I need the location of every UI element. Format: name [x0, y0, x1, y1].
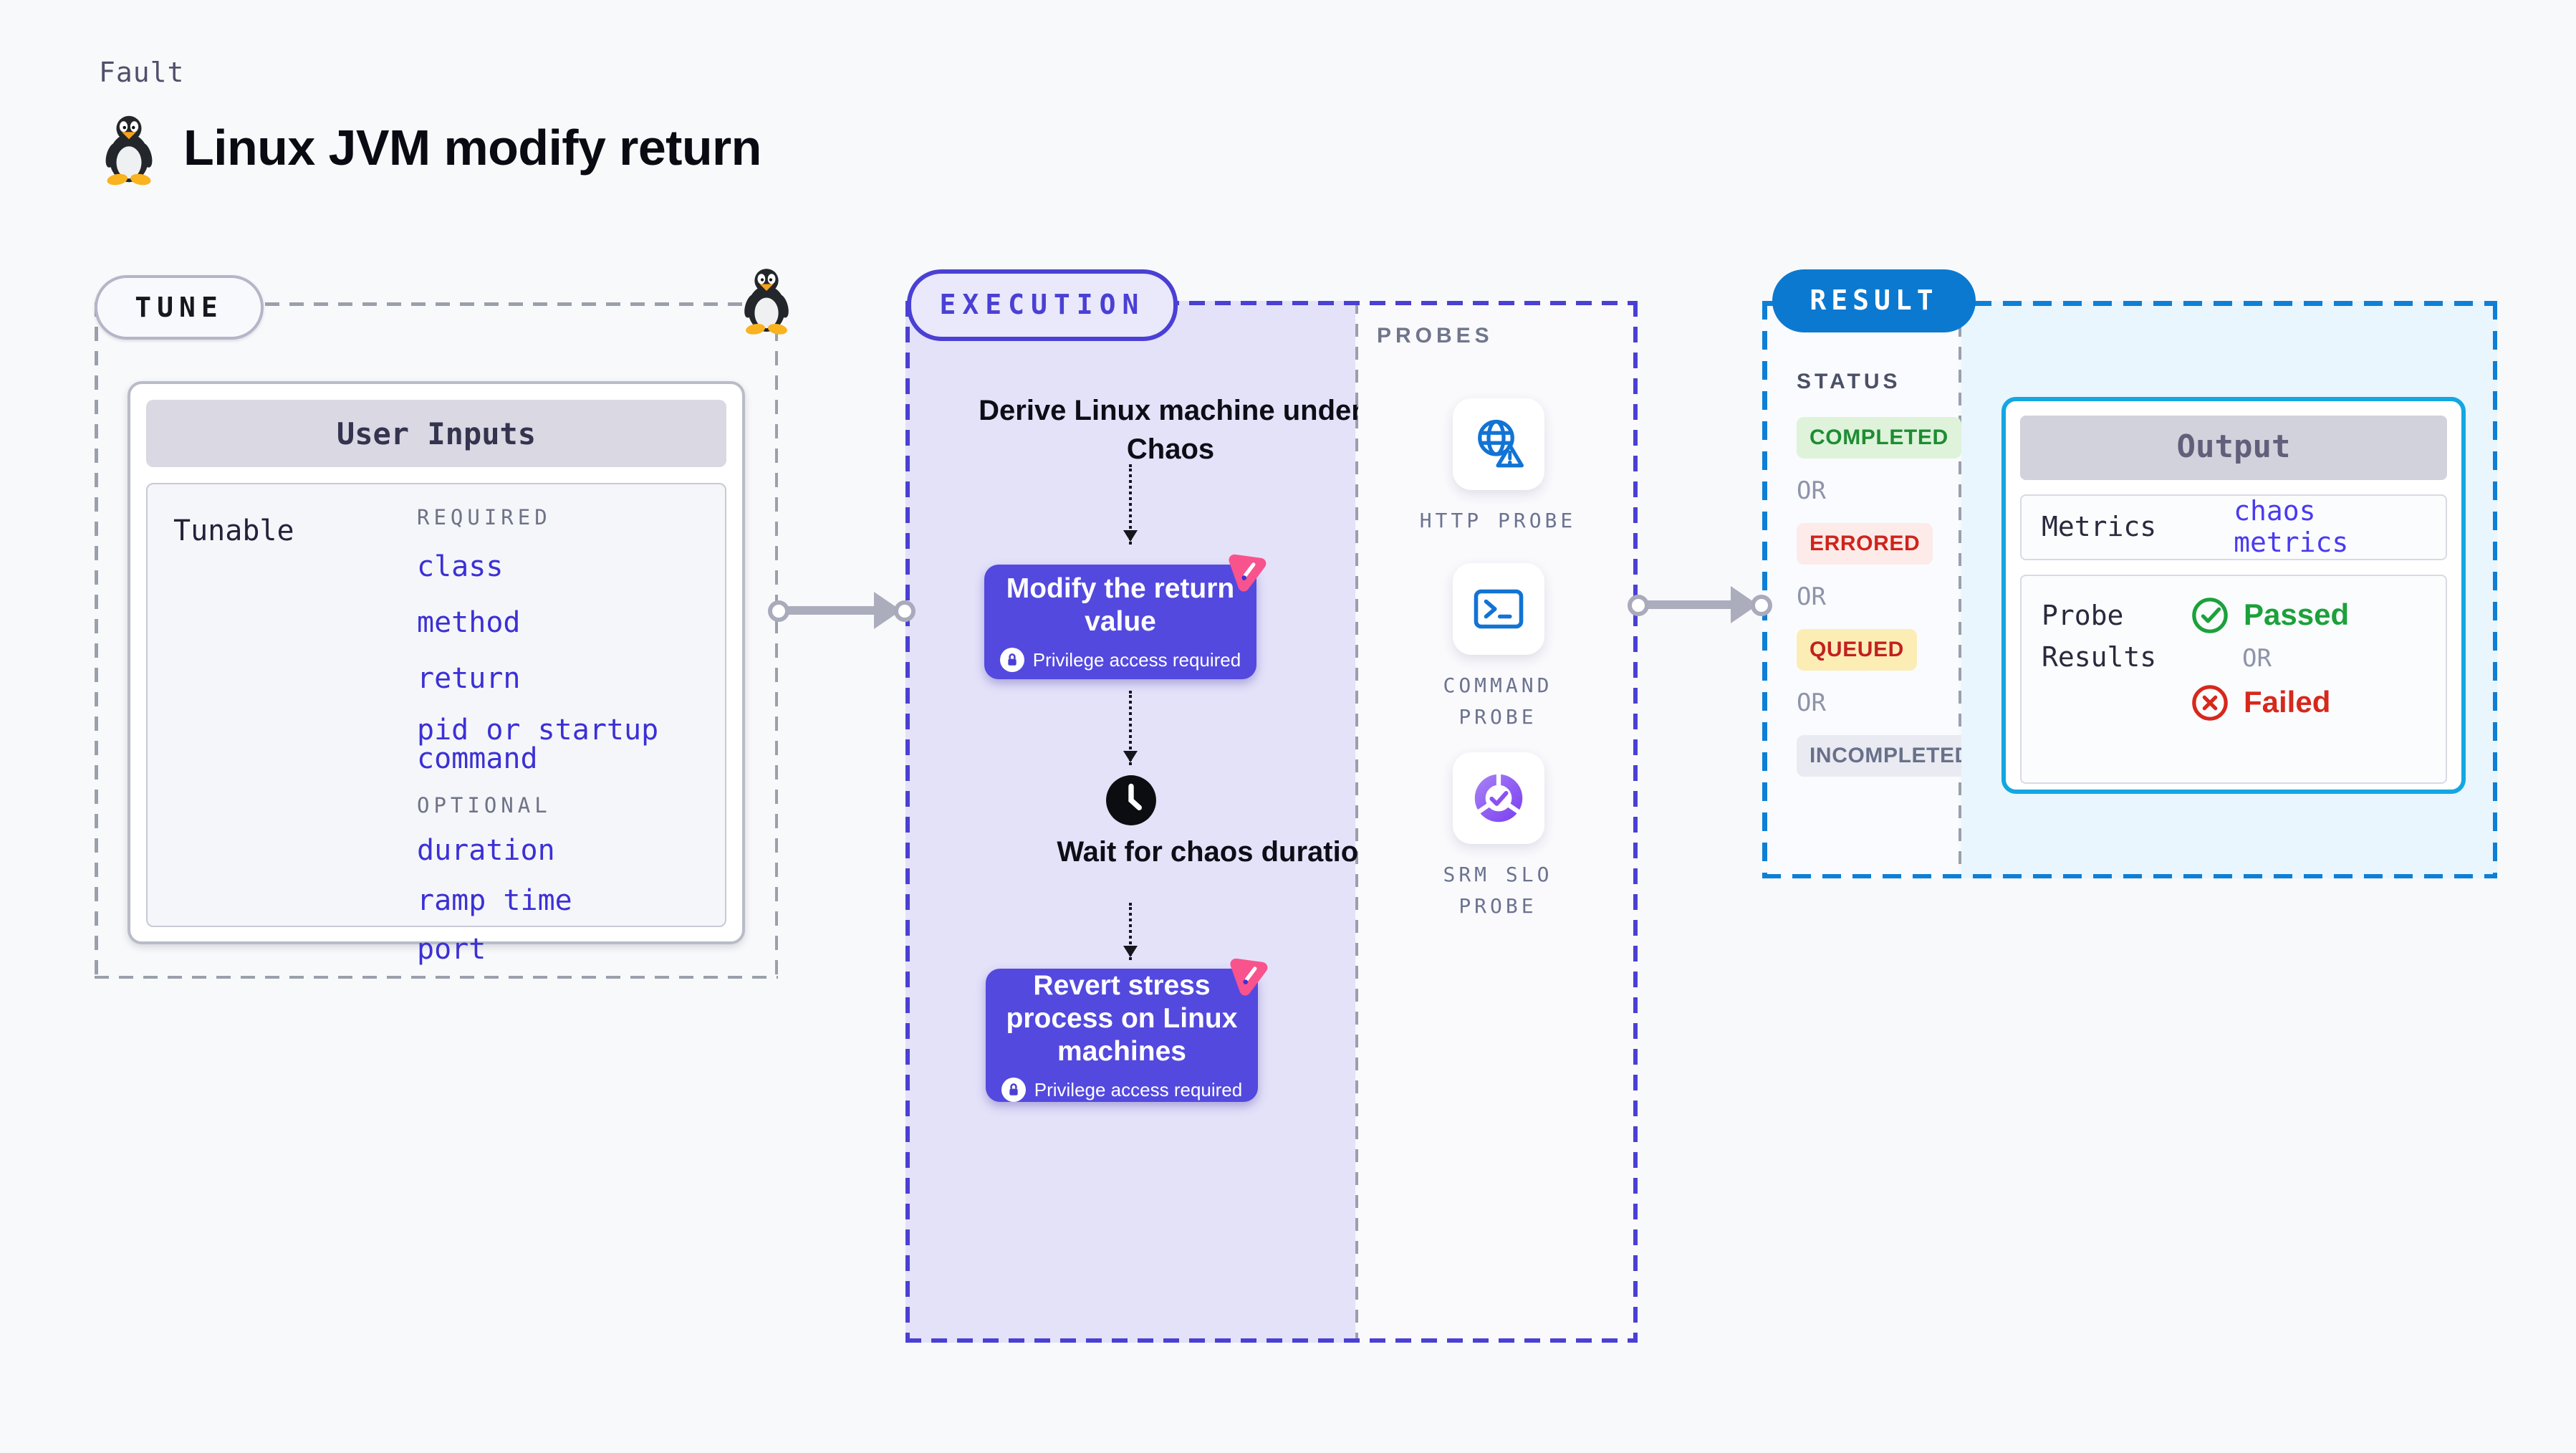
metrics-label: Metrics — [2042, 512, 2157, 543]
or-label: OR — [1797, 477, 1826, 506]
wait-clock-icon — [1105, 774, 1158, 827]
privilege-note: Privilege access required — [999, 647, 1241, 671]
flow-arrow-down-icon — [1123, 464, 1137, 545]
connector-dot — [1751, 594, 1772, 615]
linux-tux-icon-small — [739, 265, 794, 335]
tunable-link-pid-or-startup-command[interactable]: pid or startup command — [417, 712, 659, 775]
result-status-pane: STATUS COMPLETED OR ERRORED OR QUEUED OR… — [1762, 301, 1984, 878]
tunable-list: REQUIRED class method return pid or star… — [417, 507, 725, 963]
chaos-fault-flag-icon — [1222, 546, 1272, 596]
tunable-link-class[interactable]: class — [417, 549, 504, 583]
command-probe-label: COMMAND PROBE — [1443, 675, 1553, 730]
tunable-link-duration[interactable]: duration — [417, 833, 555, 867]
execution-flow-pane: Derive Linux machine under Chaos Modify … — [905, 301, 1376, 1343]
probes-label: PROBES — [1377, 324, 1494, 348]
passed-check-icon — [2192, 598, 2228, 633]
passed-line: Passed — [2191, 596, 2349, 635]
result-divider — [1959, 301, 1961, 878]
user-inputs-body: Tunable REQUIRED class method return pid… — [146, 483, 726, 963]
tune-to-execution-arrow — [768, 592, 915, 629]
modify-return-value-node: Modify the return value Privilege access… — [984, 554, 1267, 679]
lock-icon — [999, 647, 1024, 671]
tunable-link-method[interactable]: method — [417, 605, 521, 639]
tunable-link-return[interactable]: return — [417, 661, 521, 695]
status-badge-errored: ERRORED — [1797, 523, 1933, 565]
user-inputs-header: User Inputs — [146, 400, 726, 467]
http-probe-label: HTTP PROBE — [1419, 510, 1577, 533]
probe-results-row: Probe Results Passed OR — [2020, 575, 2447, 784]
user-inputs-card: User Inputs Tunable REQUIRED class metho… — [128, 381, 745, 963]
probe-item-http: HTTP PROBE — [1358, 398, 1638, 538]
srm-slo-probe-label: SRM SLO PROBE — [1443, 864, 1553, 919]
srm-slo-probe-card — [1452, 752, 1544, 844]
connector-dot — [768, 600, 789, 621]
tunable-row-label: Tunable — [173, 513, 294, 547]
tunable-link-ramp-time[interactable]: ramp time — [417, 883, 572, 917]
optional-group-label: OPTIONAL — [417, 795, 552, 818]
probe-item-srm-slo: SRM SLO PROBE — [1358, 752, 1638, 924]
privilege-note-text: Privilege access required — [1034, 1078, 1243, 1100]
probes-pane: PROBES HTTP PROBE — [1358, 301, 1638, 1343]
status-badge-incompleted: INCOMPLETED — [1797, 735, 1984, 777]
probe-results-label: Probe Results — [2042, 600, 2157, 673]
metrics-row: Metrics chaos metrics — [2020, 494, 2447, 560]
required-group-label: REQUIRED — [417, 507, 552, 530]
connector-dot — [1628, 594, 1649, 615]
flow-arrow-down-icon — [1123, 691, 1137, 765]
failed-line: Failed — [2191, 684, 2349, 722]
probe-item-command: COMMAND PROBE — [1358, 563, 1638, 735]
revert-stress-label: Revert stress process on Linux machines — [1006, 969, 1238, 1067]
probe-results-values: Passed OR Failed — [2191, 596, 2349, 762]
execution-badge: EXECUTION — [907, 269, 1178, 341]
tune-badge: TUNE — [95, 275, 264, 340]
http-probe-globe-warning-icon — [1477, 419, 1523, 468]
srm-slo-probe-pie-check-icon — [1474, 772, 1522, 823]
execution-probes-divider — [1355, 301, 1358, 1343]
result-badge: RESULT — [1772, 269, 1976, 332]
derive-step-label: Derive Linux machine under Chaos — [979, 395, 1363, 466]
command-probe-terminal-icon — [1473, 589, 1523, 629]
execution-to-result-arrow — [1628, 586, 1772, 623]
status-badge-completed: COMPLETED — [1797, 417, 1961, 459]
tunable-link-port[interactable]: port — [417, 931, 486, 966]
command-probe-card — [1452, 563, 1544, 655]
or-label: OR — [1797, 689, 1826, 718]
wait-step-label: Wait for chaos duration — [1057, 837, 1376, 868]
execution-section-box: Derive Linux machine under Chaos Modify … — [905, 301, 1638, 1343]
output-header: Output — [2020, 416, 2447, 480]
passed-label: Passed — [2244, 598, 2350, 631]
http-probe-card — [1452, 398, 1544, 490]
lock-icon — [1001, 1077, 1026, 1101]
failed-label: Failed — [2244, 686, 2331, 719]
privilege-note: Privilege access required — [1001, 1077, 1242, 1101]
page-title: Linux JVM modify return — [183, 120, 761, 176]
or-label: OR — [1797, 583, 1826, 612]
privilege-note-text: Privilege access required — [1032, 648, 1241, 670]
output-card: Output Metrics chaos metrics Probe Resul… — [2001, 397, 2466, 794]
title-row: Linux JVM modify return — [100, 112, 761, 186]
status-badge-queued: QUEUED — [1797, 629, 1917, 671]
connector-dot — [894, 600, 915, 621]
revert-stress-node: Revert stress process on Linux machines … — [986, 958, 1268, 1102]
fault-kicker: Fault — [99, 57, 185, 89]
or-label: OR — [2242, 645, 2272, 673]
chaos-metrics-link[interactable]: chaos metrics — [2234, 496, 2349, 559]
result-section-box: STATUS COMPLETED OR ERRORED OR QUEUED OR… — [1762, 301, 2497, 878]
linux-tux-icon — [100, 112, 158, 186]
chaos-fault-flag-icon — [1224, 950, 1274, 1000]
status-label: STATUS — [1797, 370, 1901, 394]
failed-x-icon — [2192, 685, 2228, 721]
flow-arrow-down-icon — [1123, 903, 1137, 960]
modify-return-value-label: Modify the return value — [1006, 572, 1235, 637]
